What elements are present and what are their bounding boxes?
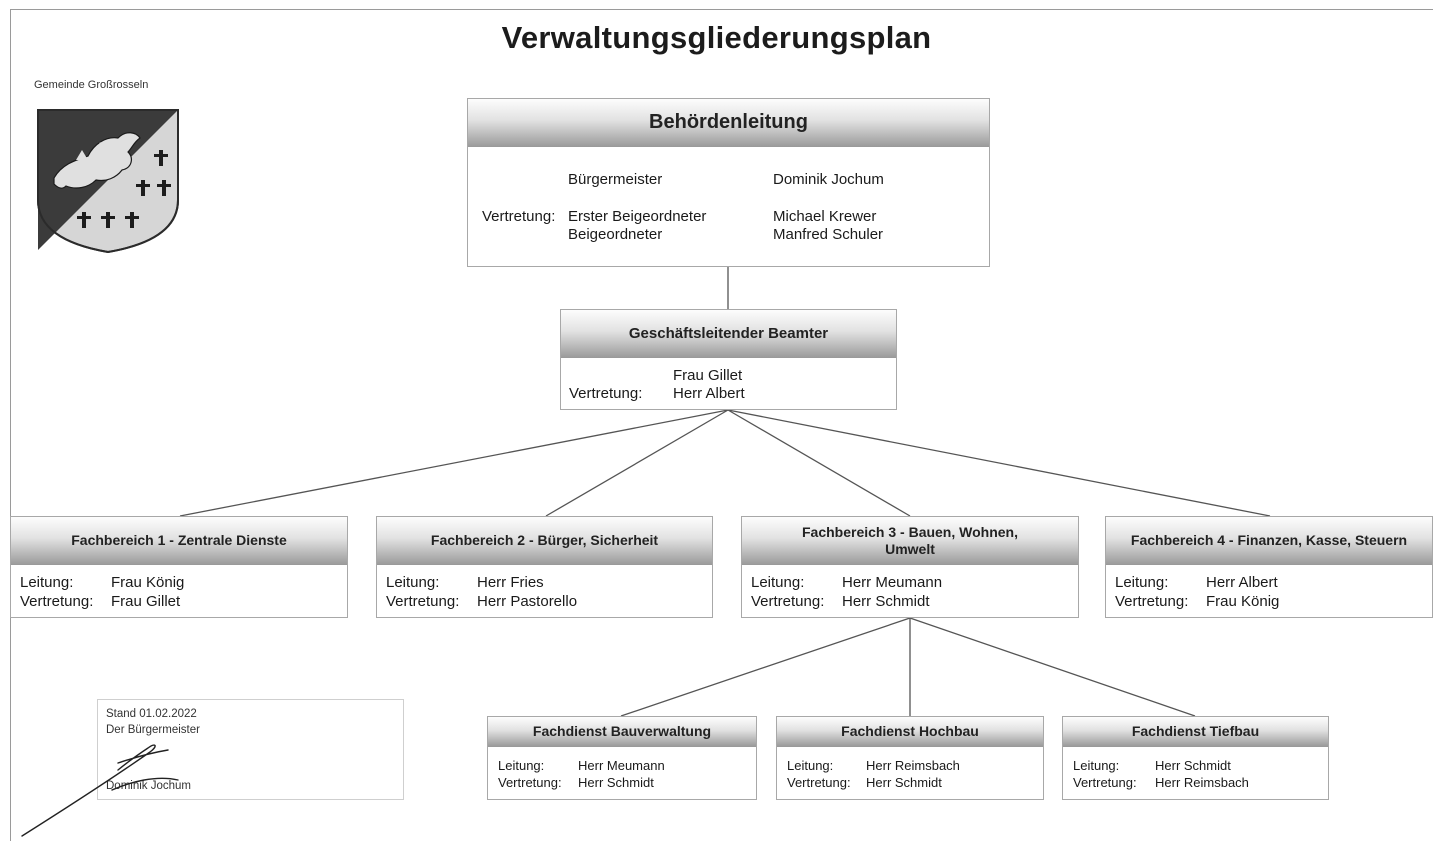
frame-left-line <box>10 9 11 841</box>
connector-manager-fb4 <box>727 409 1271 517</box>
service-deputy-2: Herr Schmidt <box>866 775 942 790</box>
signature-role: Der Bürgermeister <box>106 724 200 736</box>
manager-heading: Geschäftsleitender Beamter <box>561 310 896 358</box>
department-box-2: Fachbereich 2 - Bürger, Sicherheit Leitu… <box>376 516 713 618</box>
signature-date: Stand 01.02.2022 <box>106 708 197 720</box>
handwritten-signature-icon <box>21 744 179 837</box>
service-lead-label-3: Leitung: <box>1073 758 1120 773</box>
service-heading-3: Fachdienst Tiefbau <box>1063 717 1328 747</box>
department-deputy-label-2: Vertretung: <box>386 593 460 610</box>
service-lead-label-1: Leitung: <box>498 758 545 773</box>
page-title: Verwaltungsgliederungsplan <box>501 20 932 55</box>
service-deputy-label-3: Vertretung: <box>1073 775 1137 790</box>
department-lead-label-4: Leitung: <box>1115 574 1169 591</box>
manager-box: Geschäftsleitender Beamter Frau Gillet V… <box>560 309 897 410</box>
department-deputy-label-4: Vertretung: <box>1115 593 1189 610</box>
department-heading-1: Fachbereich 1 - Zentrale Dienste <box>11 517 347 565</box>
department-box-3: Fachbereich 3 - Bauen, Wohnen, Umwelt Le… <box>741 516 1079 618</box>
service-heading-1: Fachdienst Bauverwaltung <box>488 717 756 747</box>
department-deputy-4: Frau König <box>1206 593 1280 610</box>
leadership-name-first-deputy: Michael Krewer <box>773 208 877 225</box>
organization-name: Gemeinde Großrosseln <box>34 79 149 91</box>
service-lead-3: Herr Schmidt <box>1155 758 1231 773</box>
signature-box: Stand 01.02.2022 Der Bürgermeister Domin… <box>97 699 404 800</box>
leadership-name-deputy: Manfred Schuler <box>773 226 884 243</box>
department-heading-3: Fachbereich 3 - Bauen, Wohnen, Umwelt <box>742 517 1078 565</box>
service-lead-1: Herr Meumann <box>578 758 665 773</box>
service-heading-2: Fachdienst Hochbau <box>777 717 1043 747</box>
connector-manager-fb1 <box>179 409 729 517</box>
department-lead-4: Herr Albert <box>1206 574 1278 591</box>
department-deputy-label-1: Vertretung: <box>20 593 94 610</box>
service-box-3: Fachdienst Tiefbau Leitung: Herr Schmidt… <box>1062 716 1329 800</box>
service-deputy-1: Herr Schmidt <box>578 775 654 790</box>
connector-fb3-fd3 <box>909 617 1196 717</box>
signature-name: Dominik Jochum <box>106 780 191 792</box>
connector-manager-fb3 <box>727 409 911 517</box>
department-heading-2: Fachbereich 2 - Bürger, Sicherheit <box>377 517 712 565</box>
department-deputy-label-3: Vertretung: <box>751 593 825 610</box>
service-deputy-label-2: Vertretung: <box>787 775 851 790</box>
department-deputy-3: Herr Schmidt <box>842 593 930 610</box>
department-lead-label-2: Leitung: <box>386 574 440 591</box>
leadership-role-first-deputy: Erster Beigeordneter <box>568 208 707 225</box>
department-box-4: Fachbereich 4 - Finanzen, Kasse, Steuern… <box>1105 516 1433 618</box>
manager-deputy-label: Vertretung: <box>569 385 643 402</box>
department-lead-2: Herr Fries <box>477 574 544 591</box>
department-deputy-1: Frau Gillet <box>111 593 181 610</box>
manager-deputy-name: Herr Albert <box>673 385 745 402</box>
leadership-role-deputy: Beigeordneter <box>568 226 663 243</box>
department-lead-label-3: Leitung: <box>751 574 805 591</box>
connector-fb3-fd1 <box>620 617 911 717</box>
service-lead-label-2: Leitung: <box>787 758 834 773</box>
coat-of-arms-icon <box>37 109 179 254</box>
service-lead-2: Herr Reimsbach <box>866 758 960 773</box>
leadership-role-mayor: Bürgermeister <box>568 171 663 188</box>
department-lead-1: Frau König <box>111 574 185 591</box>
service-deputy-3: Herr Reimsbach <box>1155 775 1249 790</box>
leadership-heading: Behördenleitung <box>468 99 989 147</box>
department-lead-3: Herr Meumann <box>842 574 943 591</box>
service-box-1: Fachdienst Bauverwaltung Leitung: Herr M… <box>487 716 757 800</box>
manager-name: Frau Gillet <box>673 367 743 384</box>
leadership-deputy-label: Vertretung: <box>482 208 556 225</box>
frame-top-line <box>10 9 1433 10</box>
service-deputy-label-1: Vertretung: <box>498 775 562 790</box>
connector-manager-fb2 <box>545 409 729 517</box>
service-box-2: Fachdienst Hochbau Leitung: Herr Reimsba… <box>776 716 1044 800</box>
department-lead-label-1: Leitung: <box>20 574 74 591</box>
leadership-name-mayor: Dominik Jochum <box>773 171 884 188</box>
department-heading-4: Fachbereich 4 - Finanzen, Kasse, Steuern <box>1106 517 1432 565</box>
department-box-1: Fachbereich 1 - Zentrale Dienste Leitung… <box>10 516 348 618</box>
department-deputy-2: Herr Pastorello <box>477 593 578 610</box>
leadership-box: Behördenleitung Bürgermeister Dominik Jo… <box>467 98 990 267</box>
